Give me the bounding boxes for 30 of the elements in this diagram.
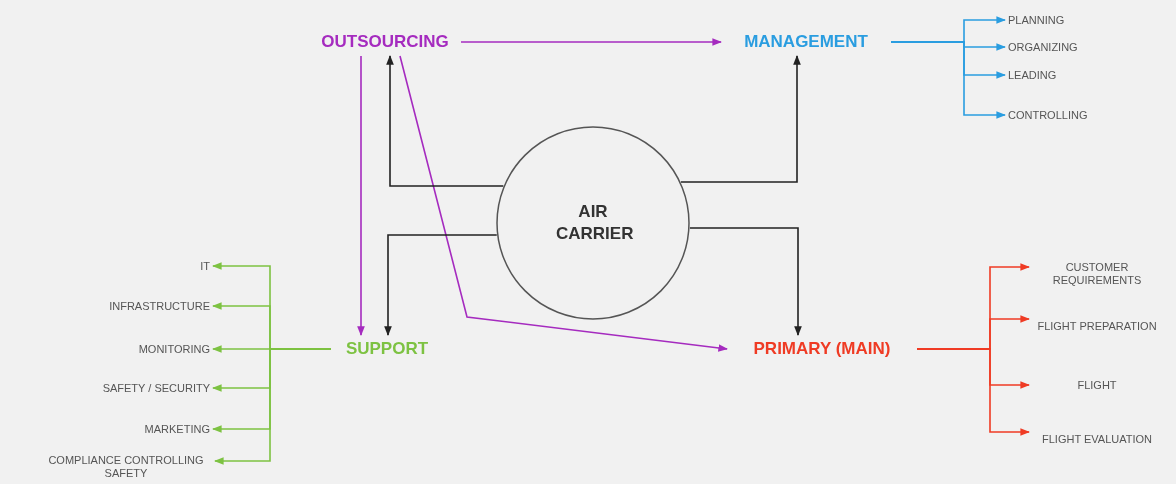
- center-circle: [496, 126, 690, 320]
- arrow: [399, 55, 728, 352]
- subcategory-label: CONTROLLING: [1008, 108, 1089, 122]
- subcategory-label: COMPLIANCE CONTROLLING SAFETY: [47, 454, 205, 480]
- arrow: [680, 55, 801, 183]
- arrow: [689, 227, 802, 336]
- subcategory-label: MARKETING: [143, 422, 210, 436]
- circle-label: AIR CARRIER: [555, 201, 635, 245]
- subcategory-label: MONITORING: [137, 342, 210, 356]
- category-label: SUPPORT: [344, 339, 430, 359]
- subcategory-label: ORGANIZING: [1008, 40, 1079, 54]
- subcategory-label: INFRASTRUCTURE: [108, 299, 210, 313]
- subcategory-label: SAFETY / SECURITY: [101, 381, 210, 395]
- subcategory-label: LEADING: [1008, 68, 1058, 82]
- subcategory-label: PLANNING: [1008, 13, 1066, 27]
- arrow: [460, 38, 722, 46]
- subcategory-label: IT: [199, 259, 210, 273]
- subcategory-label: FLIGHT: [1076, 378, 1118, 392]
- arrow: [357, 55, 365, 336]
- category-label: OUTSOURCING: [320, 32, 450, 52]
- arrow: [916, 348, 1030, 436]
- arrow: [890, 41, 1006, 119]
- subcategory-label: FLIGHT EVALUATION: [1041, 432, 1153, 446]
- subcategory-label: CUSTOMER REQUIREMENTS: [1051, 261, 1143, 287]
- arrow: [384, 234, 498, 336]
- category-label: PRIMARY (MAIN): [752, 339, 892, 359]
- arrow: [214, 348, 332, 465]
- subcategory-label: FLIGHT PREPARATION: [1036, 319, 1158, 333]
- category-label: MANAGEMENT: [743, 32, 869, 52]
- arrow: [386, 55, 505, 187]
